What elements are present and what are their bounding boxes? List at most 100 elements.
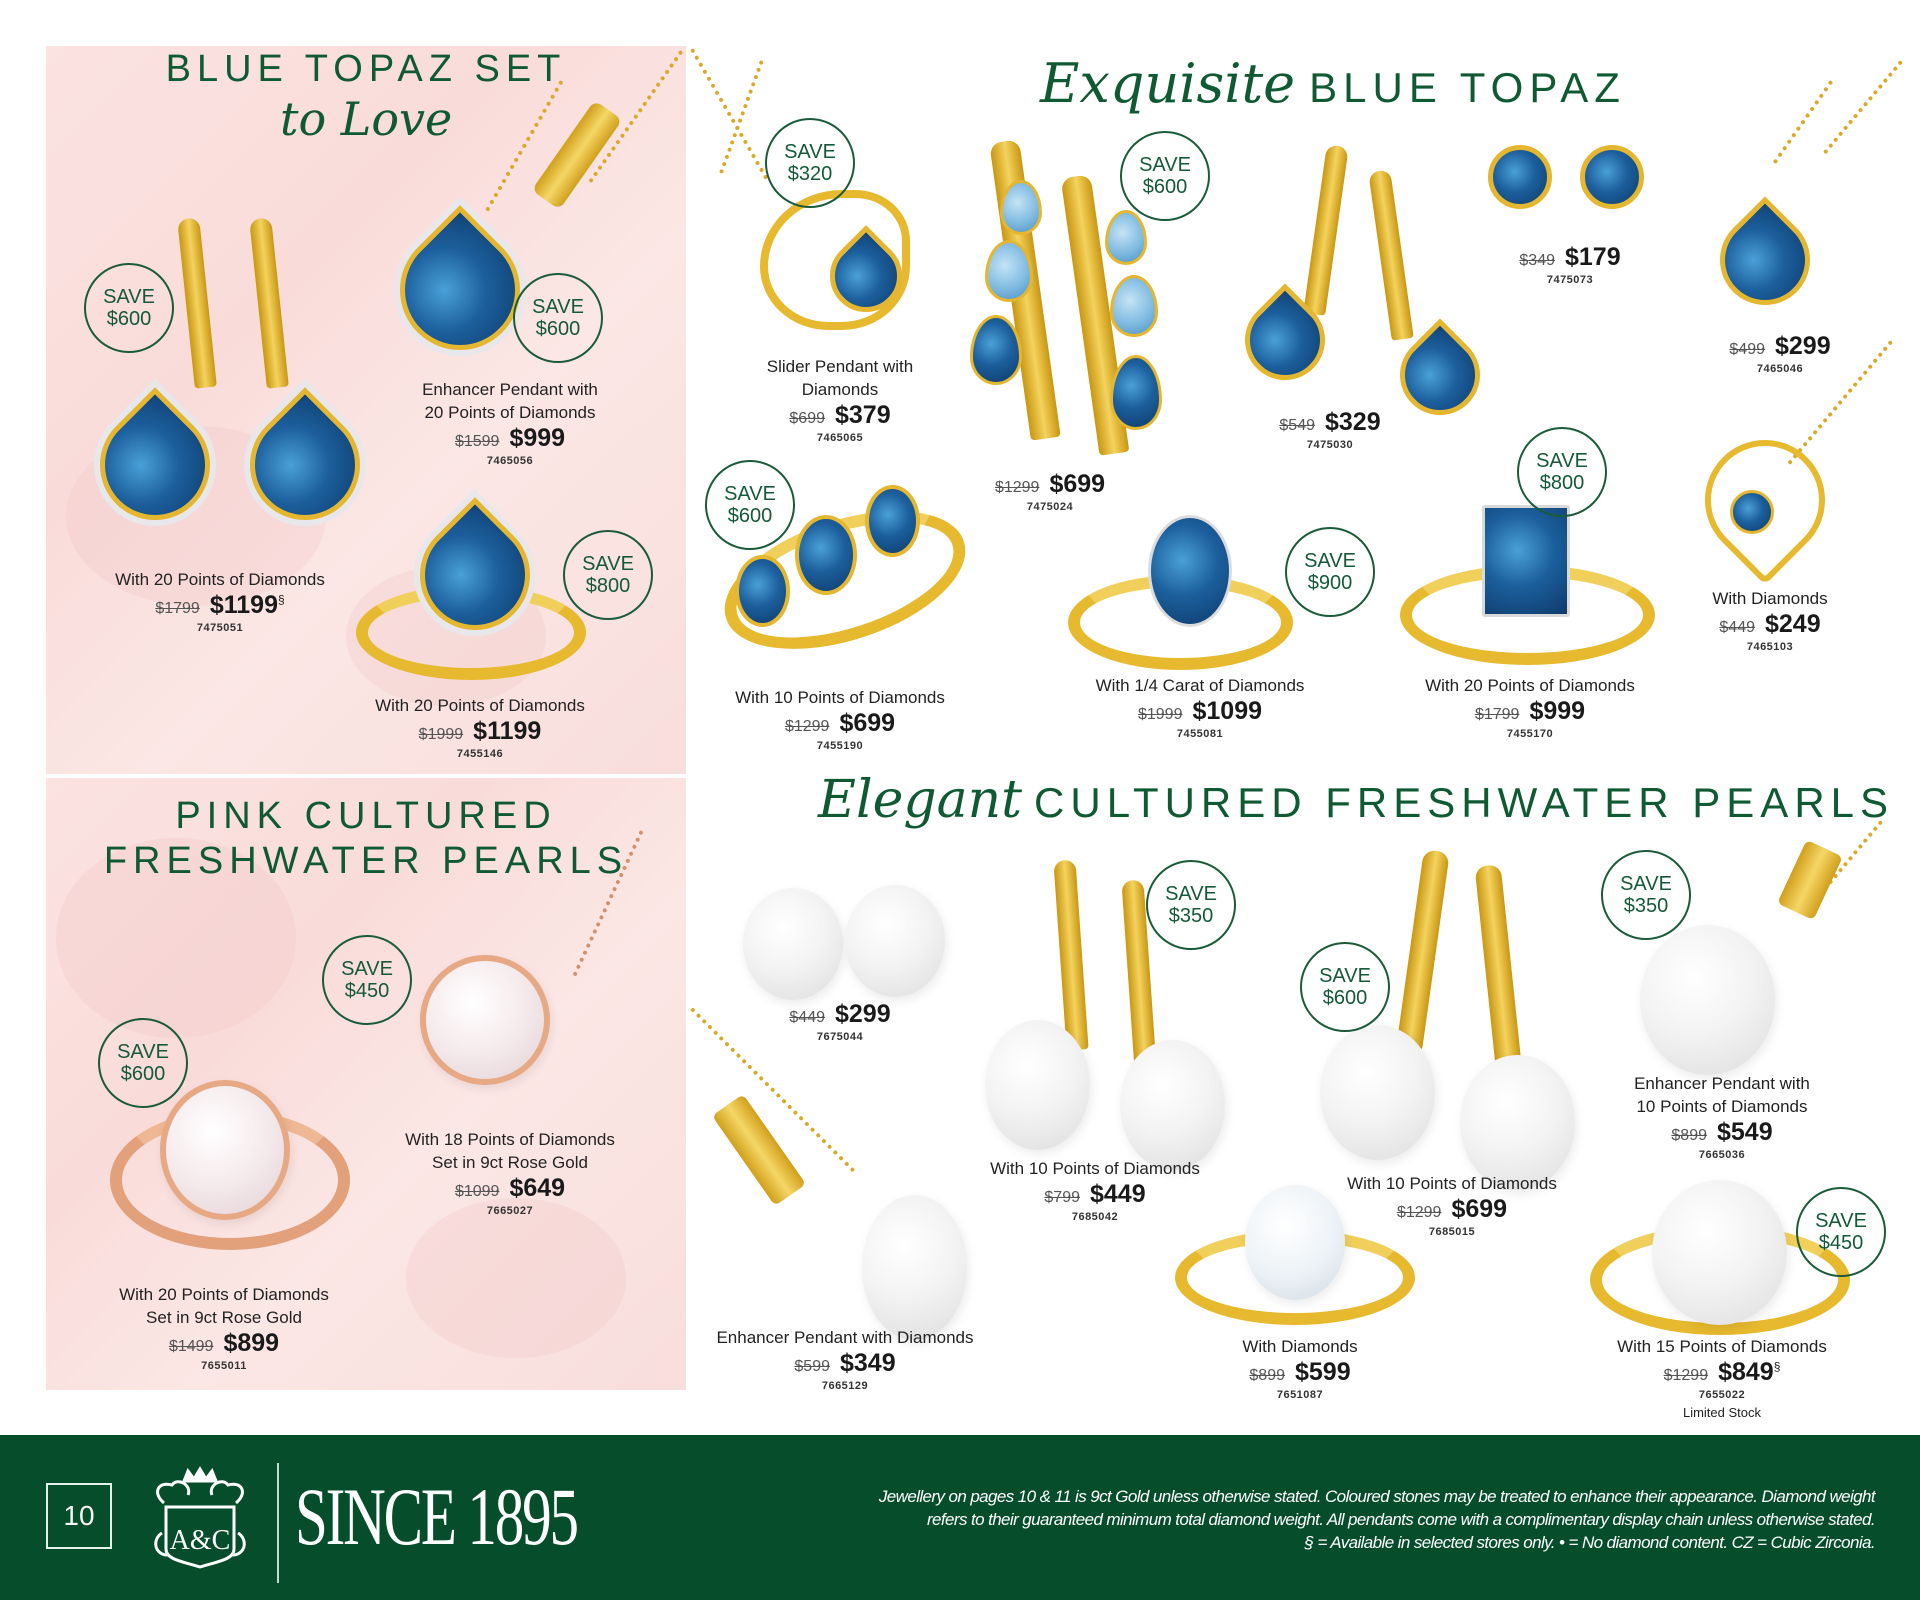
was-price: $1499 [168,1338,214,1355]
now-price: $1099 [1192,697,1263,725]
pearl-ring-image [1652,1180,1787,1325]
now-price: $699 [1451,1195,1508,1223]
price-row: $899 $599 [1150,1358,1450,1387]
now-price: $349 [839,1349,896,1377]
product-description: With 20 Points of Diamonds [1425,676,1635,695]
product-sku: 7475051 [196,622,244,634]
product-teardrop-pendant[interactable]: $499 $299 7465046 [1680,332,1880,375]
product-emerald-ring[interactable]: With 20 Points of Diamonds $1799 $999 74… [1380,674,1680,740]
product-pink-ring[interactable]: With 20 Points of Diamonds Set in 9ct Ro… [74,1283,374,1372]
save-label: SAVE [1165,883,1217,905]
was-price: $1799 [1474,706,1520,723]
product-three-stone-ring[interactable]: With 10 Points of Diamonds $1299 $699 74… [690,686,990,752]
product-pearl-enhancer-pendant[interactable]: Enhancer Pendant with Diamonds $599 $349… [690,1326,1000,1392]
product-set-earrings[interactable]: With 20 Points of Diamonds $1799 $1199§ … [70,568,370,634]
product-sku: 7455081 [1176,728,1224,740]
price-row: $1299 $699 [1302,1195,1602,1224]
save-label: SAVE [1304,550,1356,572]
product-description: Slider Pendant with [766,357,914,376]
blue-topaz-stud-image [1488,145,1552,209]
product-slider-pendant[interactable]: Slider Pendant with Diamonds $699 $379 7… [690,355,990,444]
blue-topaz-heart-image [1730,490,1774,534]
blue-topaz-oval-image [865,485,920,557]
was-price: $899 [1671,1127,1707,1144]
earring-hook-image [1053,859,1089,1051]
now-price: $249 [1764,610,1821,638]
footer-bar: 10 A&C SINCE 1895 Jewellery on pages 10 … [0,1435,1920,1600]
now-price: $849§ [1718,1358,1780,1387]
save-amount: $320 [787,163,833,185]
product-sku: 7475030 [1306,439,1354,451]
save-label: SAVE [117,1041,169,1063]
was-price: $1299 [994,479,1040,496]
was-price: $1599 [454,433,500,450]
product-description: With 15 Points of Diamonds [1617,1337,1827,1356]
light-blue-topaz-image [1000,180,1042,235]
product-drop-earrings[interactable]: $549 $329 7475030 [1230,408,1430,451]
now-price: $999 [1529,697,1586,725]
pearl-enhancer-pendant-image [862,1195,967,1340]
product-pearl-hook-earrings[interactable]: With 10 Points of Diamonds $1299 $699 76… [1302,1172,1602,1238]
petal-decoration [406,1198,626,1358]
price-row: $699 $379 [690,401,990,430]
product-pearl-ring-15pts[interactable]: With 15 Points of Diamonds $1299 $849§ 7… [1572,1335,1872,1420]
product-pearl-studs[interactable]: $449 $299 7675044 [745,1000,935,1043]
was-price: $1999 [1137,706,1183,723]
availability-mark: § [1773,1359,1781,1374]
earring-hook-image [1368,169,1414,341]
pearl-stud-image [743,888,843,1000]
now-price: $599 [1294,1358,1351,1386]
was-price: $349 [1519,252,1555,269]
product-multi-stone-earrings[interactable]: $1299 $699 7475024 [930,470,1170,513]
product-description: With Diamonds [1242,1337,1358,1356]
was-price: $499 [1729,341,1765,358]
earring-hook-image [1303,144,1349,316]
now-price: $329 [1324,408,1381,436]
product-pink-pendant[interactable]: With 18 Points of Diamonds Set in 9ct Ro… [360,1128,660,1217]
save-amount: $350 [1623,895,1669,917]
now-price: $699 [839,709,896,737]
product-sku: 7665027 [486,1205,534,1217]
product-oval-ring[interactable]: With 1/4 Carat of Diamonds $1999 $1099 7… [1050,674,1350,740]
product-heart-pendant[interactable]: With Diamonds $449 $249 7465103 [1660,587,1880,653]
product-sku: 7675044 [816,1031,864,1043]
product-stud-earrings[interactable]: $349 $179 7475073 [1470,243,1670,286]
disclaimer-line: refers to their guaranteed minimum total… [927,1510,1876,1529]
price-row: $799 $449 [945,1180,1245,1209]
save-badge: SAVE $320 [765,118,855,208]
now-price: $699 [1049,470,1106,498]
save-badge: SAVE $800 [1517,427,1607,517]
product-description: With 18 Points of Diamonds [405,1130,615,1149]
price-row: $1999 $1099 [1050,697,1350,726]
was-price: $1999 [418,726,464,743]
save-amount: $600 [727,505,773,527]
product-pearl-pendant-diamonds[interactable]: Enhancer Pendant with 10 Points of Diamo… [1572,1072,1872,1161]
now-price-value: $1199 [209,591,278,619]
save-badge: SAVE $600 [1300,942,1390,1032]
footer-disclaimer: Jewellery on pages 10 & 11 is 9ct Gold u… [625,1485,1876,1554]
save-badge: SAVE $600 [1120,131,1210,221]
product-set-pendant[interactable]: Enhancer Pendant with 20 Points of Diamo… [360,378,660,467]
footer-divider [277,1463,279,1583]
section-title-pink-pearls-line1: PINK CULTURED [175,795,557,837]
pearl-drop-image [1460,1055,1575,1190]
product-sku: 7465103 [1746,641,1794,653]
product-description: Set in 9ct Rose Gold [432,1153,588,1172]
product-set-ring[interactable]: With 20 Points of Diamonds $1999 $1199 7… [330,694,630,760]
save-badge: SAVE $350 [1601,850,1691,940]
was-price: $449 [789,1009,825,1026]
product-sku: 7475073 [1546,274,1594,286]
blue-topaz-oval-image [735,555,790,627]
save-badge: SAVE $600 [84,263,174,353]
pearl-drop-image [985,1020,1090,1150]
save-label: SAVE [724,483,776,505]
london-blue-topaz-image [1110,355,1162,430]
product-pearl-drop-earrings[interactable]: With 10 Points of Diamonds $799 $449 768… [945,1157,1245,1223]
product-description: Enhancer Pendant with [422,380,598,399]
price-row: $899 $549 [1572,1118,1872,1147]
product-pearl-ring-diamonds[interactable]: With Diamonds $899 $599 7651087 [1150,1335,1450,1401]
save-label: SAVE [103,286,155,308]
product-sku: 7455170 [1506,728,1554,740]
product-description: Enhancer Pendant with [1634,1074,1810,1093]
save-badge: SAVE $450 [1796,1187,1886,1277]
